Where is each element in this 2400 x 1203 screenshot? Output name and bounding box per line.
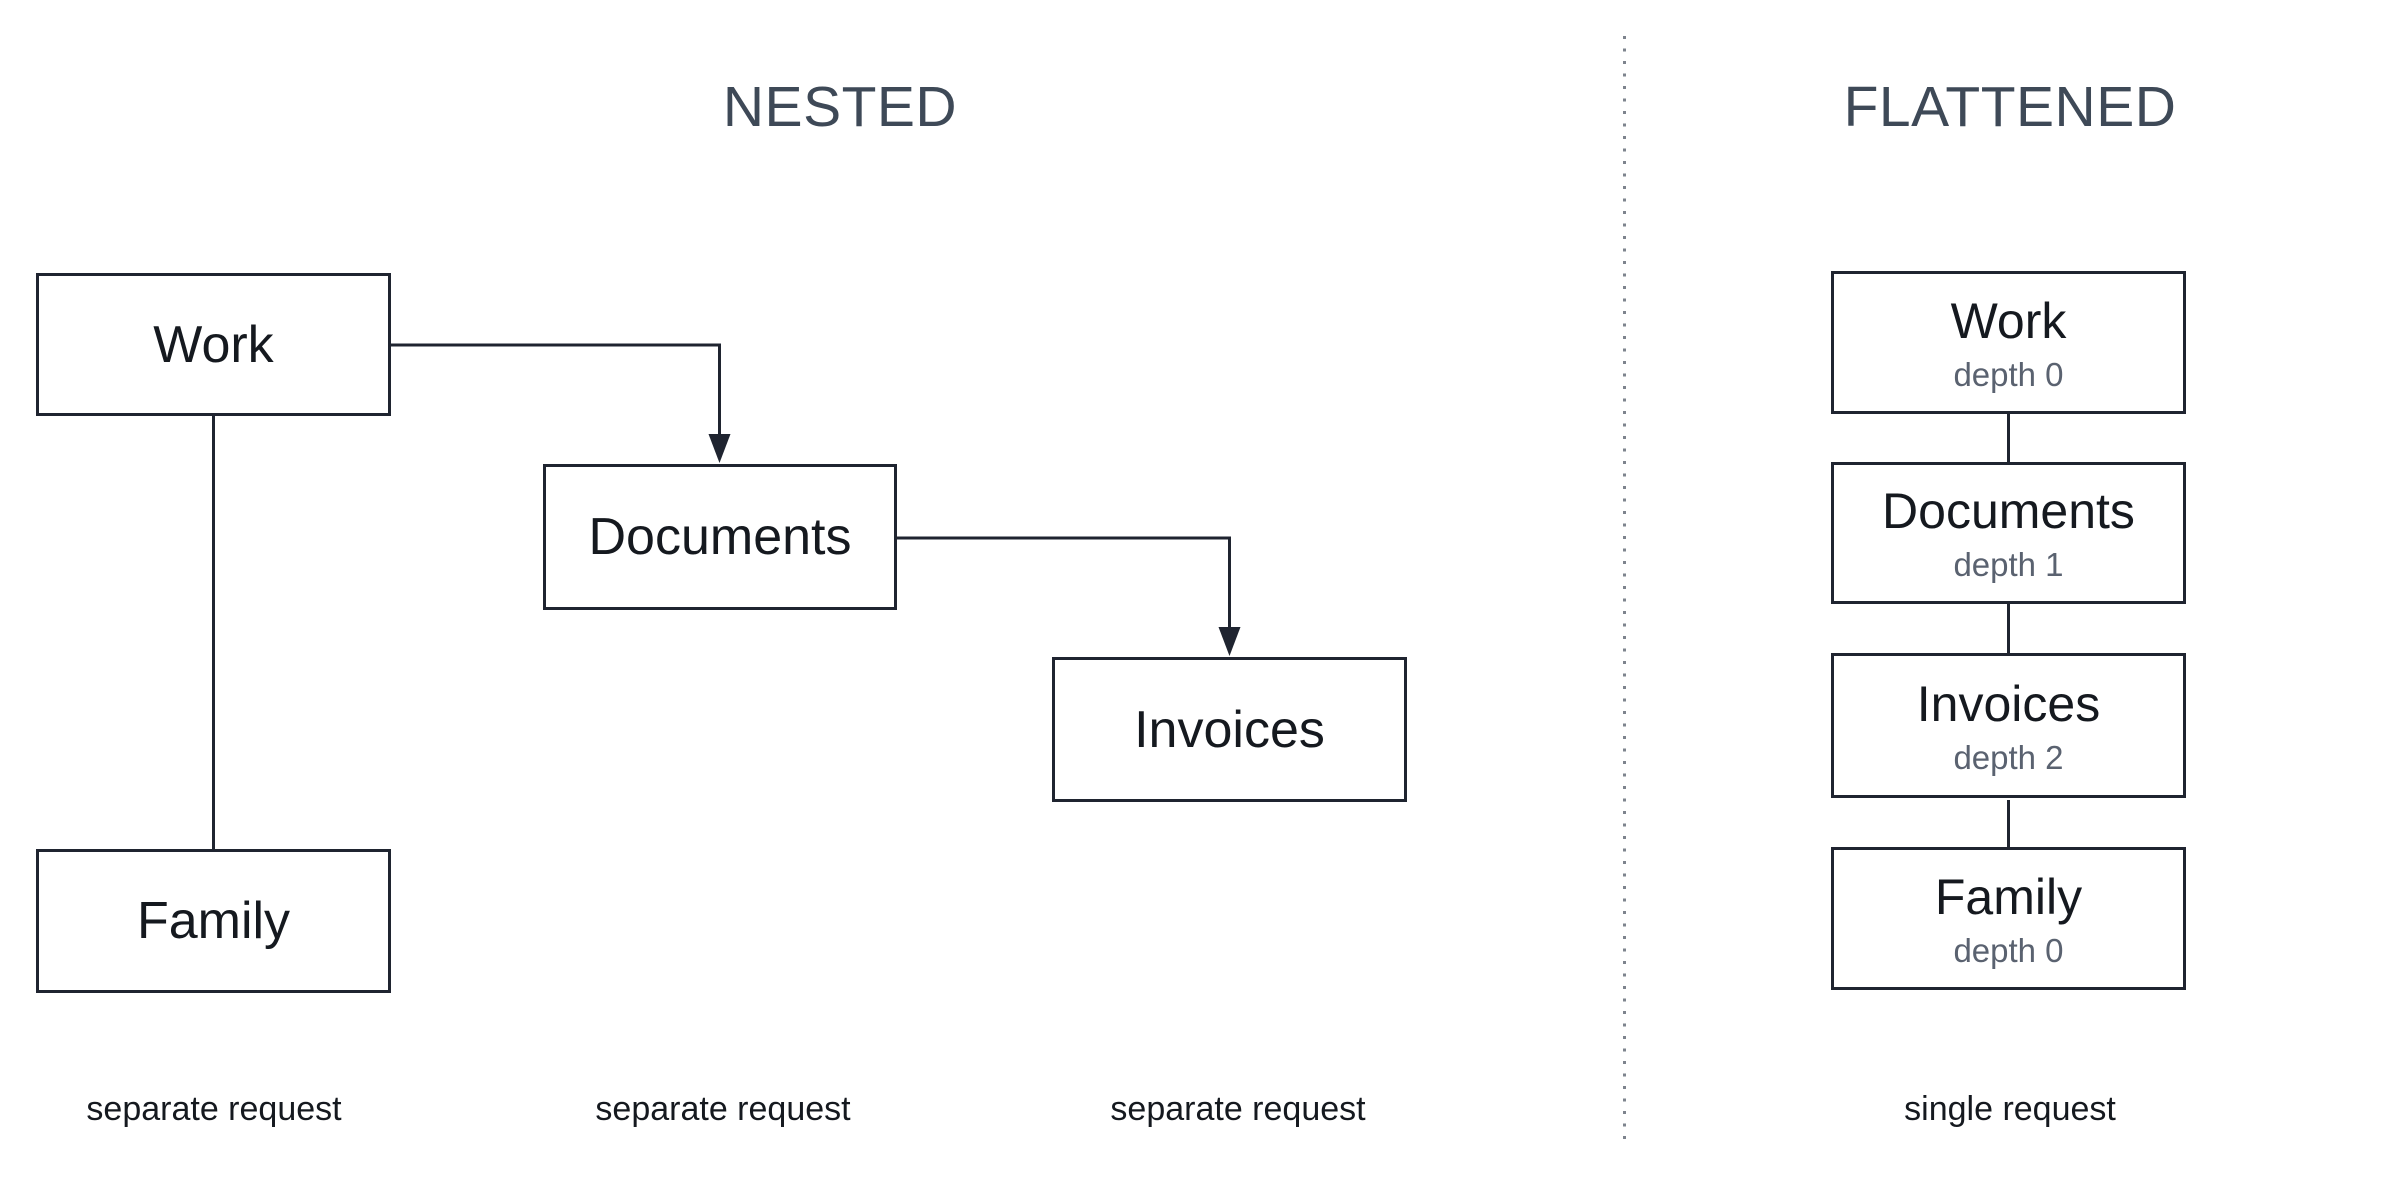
flattened-node-invoices-depth: depth 2 <box>1953 738 2064 776</box>
flattened-node-family-depth: depth 0 <box>1953 931 2064 969</box>
flattened-node-work: Work depth 0 <box>1831 271 2186 414</box>
flattened-node-family: Family depth 0 <box>1831 847 2186 990</box>
flattened-node-documents-label: Documents <box>1882 483 2135 539</box>
nested-node-invoices: Invoices <box>1052 657 1407 802</box>
flattened-node-documents: Documents depth 1 <box>1831 462 2186 604</box>
section-divider-dotted-line <box>1623 36 1626 1144</box>
flattened-node-documents-depth: depth 1 <box>1953 546 2064 583</box>
nested-node-documents: Documents <box>543 464 897 610</box>
flattened-node-invoices: Invoices depth 2 <box>1831 653 2186 798</box>
caption-separate-request-1: separate request <box>86 1090 342 1128</box>
nested-node-invoices-label: Invoices <box>1134 700 1325 759</box>
caption-separate-request-3: separate request <box>1110 1090 1366 1128</box>
nested-node-family: Family <box>36 849 391 993</box>
flattened-node-work-label: Work <box>1950 292 2067 349</box>
nested-node-documents-label: Documents <box>588 508 852 566</box>
caption-single-request: single request <box>1904 1090 2116 1128</box>
caption-separate-request-2: separate request <box>595 1090 851 1128</box>
arrow-work-to-documents <box>391 343 731 463</box>
flattened-node-work-depth: depth 0 <box>1953 355 2064 393</box>
nested-node-work-label: Work <box>153 315 274 374</box>
nested-node-work: Work <box>36 273 391 416</box>
flattened-node-invoices-label: Invoices <box>1916 675 2101 732</box>
flattened-node-family-label: Family <box>1934 868 2083 925</box>
nested-section-title: NESTED <box>722 75 958 139</box>
arrow-documents-to-invoices <box>897 536 1241 656</box>
nested-node-family-label: Family <box>136 892 291 950</box>
flattened-section-title: FLATTENED <box>1843 75 2177 139</box>
